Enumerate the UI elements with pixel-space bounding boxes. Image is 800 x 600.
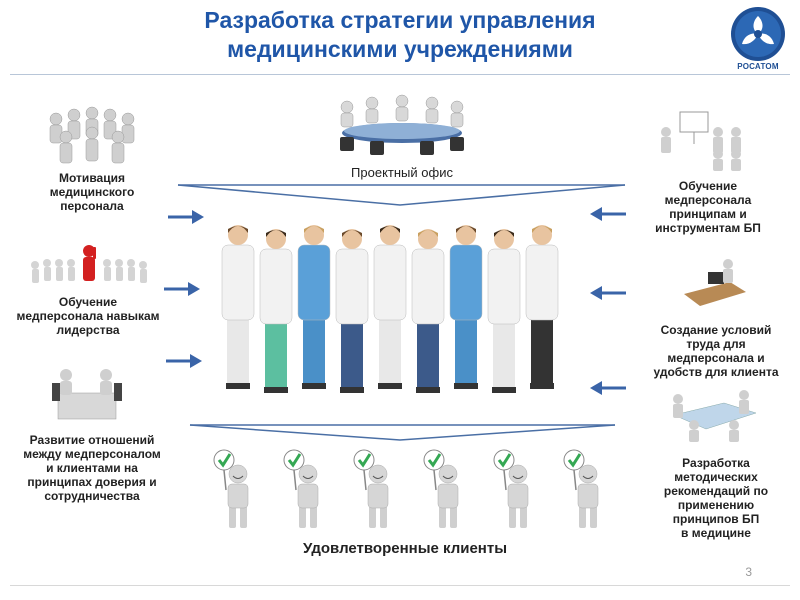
left-item-2-line3: лидерства (56, 323, 120, 337)
right-item-3-line5: принципов БП (672, 512, 760, 526)
satisfied-client-figure (353, 449, 389, 528)
training-presentation-illustration (661, 111, 741, 171)
title-line-1: Разработка стратегии управления (204, 7, 596, 33)
left-item-1-label: Мотивация медицинского персонала (22, 171, 162, 213)
left-item-3-label: Развитие отношений между медперсоналом и… (4, 433, 180, 503)
satisfied-client-figure (283, 449, 319, 528)
page-number: 3 (745, 565, 752, 579)
right-item-1-line1: Обучение (678, 179, 738, 193)
staff-member (259, 229, 293, 393)
left-item-2-line2: медперсонала навыкам (16, 309, 160, 323)
left-item-3-line2: между медперсоналом (23, 447, 161, 461)
arrow-left-1 (166, 208, 206, 226)
satisfied-client-figure (213, 449, 249, 528)
satisfied-clients-label: Удовлетворенные клиенты (302, 540, 508, 557)
staff-member (335, 229, 369, 393)
right-item-2-line3: медперсонала и (667, 351, 765, 365)
arrow-right-3 (588, 379, 628, 397)
footer-divider (10, 585, 790, 586)
methodology-team-illustration (673, 390, 757, 442)
right-item-2-line4: удобств для клиента (653, 365, 779, 379)
staff-member (221, 225, 255, 389)
right-item-1-label: Обучение медперсонала принципам и инстру… (630, 179, 786, 235)
left-item-1-line2: медицинского (49, 185, 135, 199)
left-item-3-line4: принципах доверия и (27, 475, 157, 489)
right-item-3-line2: методических (674, 470, 758, 484)
right-item-2-line2: труда для (686, 337, 746, 351)
left-item-1-line1: Мотивация (59, 171, 125, 185)
left-item-2-line1: Обучение (58, 295, 118, 309)
left-item-1-line3: персонала (60, 199, 124, 213)
left-item-3-line5: сотрудничества (44, 489, 140, 503)
rosatom-logo (731, 7, 785, 61)
right-item-3-line3: рекомендаций по (663, 484, 769, 498)
right-item-2-label: Создание условий труда для медперсонала … (636, 323, 796, 379)
workplace-desk-illustration (684, 259, 746, 306)
right-item-3-line4: применению (677, 498, 755, 512)
staff-member (297, 225, 331, 389)
arrow-left-2 (162, 280, 202, 298)
right-item-2-line1: Создание условий (660, 323, 772, 337)
leadership-crowd-illustration (31, 245, 147, 283)
project-office-label: Проектный офис (351, 165, 453, 180)
right-item-1-line3: принципам и (669, 207, 747, 221)
arrow-left-3 (164, 352, 204, 370)
right-item-3-line1: Разработка (682, 456, 750, 470)
satisfied-client-figure (563, 449, 599, 528)
staff-member (525, 225, 559, 389)
right-item-3-label: Разработка методических рекомендаций по … (636, 456, 796, 540)
left-item-3-line3: и клиентами на (46, 461, 138, 475)
right-item-3-line6: в медицине (681, 526, 751, 540)
medical-staff-illustration (221, 225, 559, 393)
arrow-right-1 (588, 205, 628, 223)
arrow-right-2 (588, 284, 628, 302)
staff-member (411, 229, 445, 393)
staff-member (373, 225, 407, 389)
staff-member (449, 225, 483, 389)
right-item-1-line2: медперсонала (664, 193, 752, 207)
header-divider (10, 74, 790, 75)
staff-member (487, 229, 521, 393)
satisfied-client-figure (423, 449, 459, 528)
motivation-people-illustration (49, 106, 135, 164)
left-item-2-label: Обучение медперсонала навыкам лидерства (0, 295, 176, 337)
client-meeting-illustration (52, 369, 122, 420)
logo-text: РОСАТОМ (737, 62, 779, 71)
meeting-table-illustration (322, 85, 482, 160)
left-item-3-line1: Развитие отношений (29, 433, 155, 447)
satisfied-client-figure (493, 449, 529, 528)
satisfied-clients-figures (213, 449, 599, 528)
right-item-1-line4: инструментам БП (655, 221, 761, 235)
page-title: Разработка стратегии управления медицинс… (120, 6, 680, 64)
title-line-2: медицинскими учреждениями (227, 36, 573, 62)
